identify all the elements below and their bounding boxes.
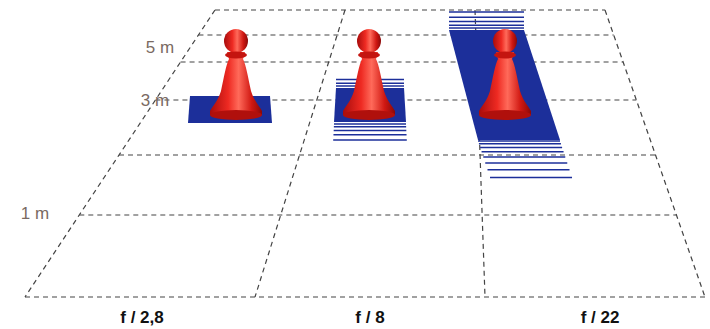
zone-stripe — [334, 126, 406, 128]
aperture-label: f / 8 — [355, 309, 384, 326]
zone-stripe — [483, 156, 565, 158]
grid-line — [119, 154, 656, 155]
zone-stripe — [449, 21, 524, 23]
perspective-grid — [25, 10, 705, 297]
pawns — [210, 29, 531, 120]
zone-stripe — [449, 27, 524, 29]
pawn — [210, 29, 262, 120]
grid-line — [255, 10, 345, 297]
aperture-label: f / 22 — [581, 309, 620, 326]
zone-stripe — [482, 151, 564, 153]
zone-stripe — [334, 123, 406, 125]
zone-stripe — [449, 24, 524, 26]
zone-stripe — [333, 134, 406, 136]
grid-line — [25, 10, 215, 297]
distance-label: 3 m — [141, 92, 169, 109]
focus-zones — [188, 30, 560, 140]
zone-stripe — [449, 11, 524, 13]
zone-stripe — [334, 130, 407, 132]
focus-zone-fade — [333, 12, 572, 177]
aperture-label: f / 2,8 — [120, 309, 163, 326]
zone-stripe — [333, 139, 407, 141]
focus-zone — [449, 30, 560, 140]
distance-label: 1 m — [21, 205, 49, 222]
pawn — [343, 29, 395, 120]
grid-line — [25, 296, 705, 297]
zone-stripe — [479, 143, 561, 145]
grid-line — [198, 34, 613, 35]
grid-line — [215, 9, 605, 10]
grid-line — [181, 61, 624, 62]
zone-stripe — [488, 169, 570, 171]
distance-label: 5 m — [146, 39, 174, 56]
pawn — [479, 29, 531, 120]
zone-stripe — [485, 162, 567, 164]
zone-stripe — [490, 177, 572, 179]
zone-stripe — [480, 147, 562, 149]
zone-stripe — [478, 140, 560, 142]
grid-line — [79, 214, 676, 215]
grid-line — [605, 10, 705, 297]
zone-stripe — [449, 16, 524, 18]
